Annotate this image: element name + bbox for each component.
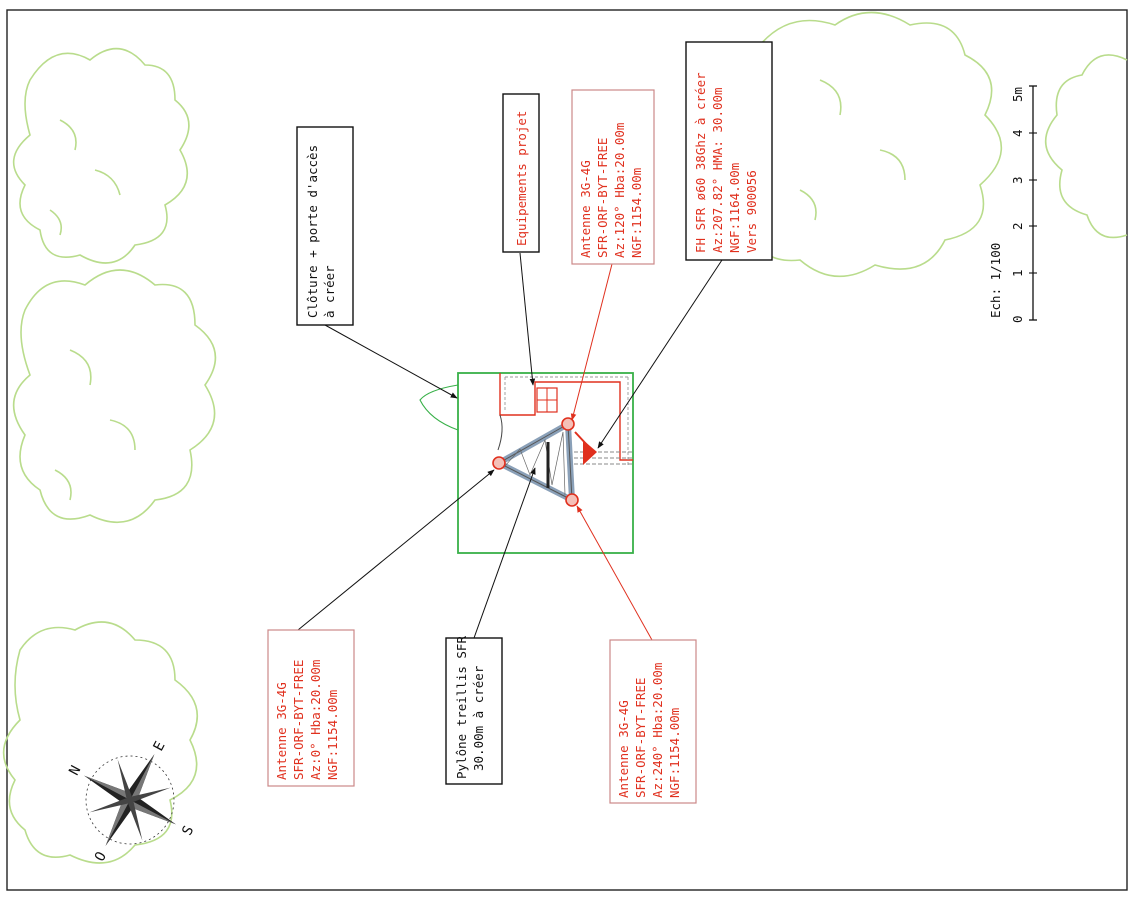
trees — [2, 11, 1128, 864]
callout-pylone-line-1: Pylône treillis SFR — [454, 636, 469, 779]
callout-antenne-0-box — [267, 629, 355, 787]
callout-antenne-120-box — [571, 89, 655, 265]
callout-pylone-box — [445, 637, 503, 785]
compass-east: E — [151, 739, 169, 754]
gate-swing — [419, 384, 459, 431]
callout-fh-box — [685, 41, 773, 261]
callout-equipements: Equipements projet — [502, 93, 540, 253]
callout-antenne-240-line-3: Az:240° Hba:20.00m — [650, 663, 665, 798]
callout-pylone: Pylône treillis SFR 30.00m à créer — [445, 636, 503, 785]
compass-north: N — [66, 763, 84, 778]
callout-antenne-240-line-1: Antenne 3G-4G — [616, 700, 631, 798]
callout-antenne-240: Antenne 3G-4G SFR-ORF-BYT-FREE Az:240° H… — [609, 639, 697, 804]
scale-tick-5: 5m — [1010, 87, 1025, 102]
callout-antenne-0-line-2: SFR-ORF-BYT-FREE — [291, 660, 306, 780]
cable-tray — [568, 451, 633, 465]
leader-antenne-120 — [570, 263, 613, 421]
antenna-240-mount — [565, 493, 579, 507]
site-enclosure — [419, 372, 634, 554]
scale-tick-0: 0 — [1010, 315, 1025, 323]
callout-fh: FH SFR ø60 38Ghz à créer Az:207.82° HMA:… — [685, 41, 773, 261]
tree-left-middle — [12, 269, 217, 524]
callout-antenne-240-line-2: SFR-ORF-BYT-FREE — [633, 678, 648, 798]
scale-tick-1: 1 — [1010, 269, 1025, 277]
callout-antenne-120-line-4: NGF:1154.00m — [629, 168, 644, 258]
scale-title: Ech: 1/100 — [988, 243, 1003, 318]
tree-top-left — [12, 47, 190, 264]
callout-cloture-box — [296, 126, 354, 326]
tree-right-edge — [1044, 54, 1128, 239]
callout-equipements-box — [502, 93, 540, 253]
callout-cloture: Clôture + porte d'accès à créer — [296, 126, 354, 326]
callout-fh-line-4: Vers 900056 — [744, 170, 759, 253]
callout-antenne-120-line-2: SFR-ORF-BYT-FREE — [595, 138, 610, 258]
callout-fh-line-2: Az:207.82° HMA: 30.00m — [710, 87, 725, 253]
callout-antenne-0-line-4: NGF:1154.00m — [325, 690, 340, 780]
callout-fh-line-3: NGF:1164.00m — [727, 163, 742, 253]
callout-fh-line-1: FH SFR ø60 38Ghz à créer — [693, 72, 708, 253]
callout-cloture-line-2: à créer — [322, 265, 337, 318]
callout-antenne-0-line-1: Antenne 3G-4G — [274, 682, 289, 780]
leader-antenne-240 — [576, 505, 653, 641]
scale-tick-3: 3 — [1010, 176, 1025, 184]
leader-fh — [597, 259, 723, 449]
leader-equipements — [519, 252, 536, 386]
fh-dish — [583, 440, 597, 465]
tree-bottom-left — [2, 621, 199, 864]
callout-antenne-120: Antenne 3G-4G SFR-ORF-BYT-FREE Az:120° H… — [571, 89, 655, 265]
callout-antenne-240-line-4: NGF:1154.00m — [667, 708, 682, 798]
callout-equipements-line-1: Equipements projet — [514, 111, 529, 246]
compass-rose: N E S O — [66, 739, 197, 864]
pylon-lattice — [492, 417, 597, 507]
fence-enclosure — [457, 372, 634, 554]
callout-antenne-120-line-3: Az:120° Hba:20.00m — [612, 123, 627, 258]
scale-tick-2: 2 — [1010, 222, 1025, 230]
sheet-border — [6, 9, 1128, 891]
callout-antenne-0-line-3: Az:0° Hba:20.00m — [308, 660, 323, 780]
callout-antenne-240-box — [609, 639, 697, 804]
callout-cloture-line-1: Clôture + porte d'accès — [305, 145, 320, 318]
antenna-120-mount — [561, 417, 575, 431]
leader-lines — [297, 252, 723, 641]
callout-pylone-line-2: 30.00m à créer — [471, 665, 486, 771]
leader-cloture — [324, 324, 458, 399]
scale-tick-4: 4 — [1010, 129, 1025, 137]
scale-bar: Ech: 1/100 0 1 2 3 4 5m — [988, 85, 1037, 323]
callout-antenne-120-line-1: Antenne 3G-4G — [578, 160, 593, 258]
callout-antenne-0: Antenne 3G-4G SFR-ORF-BYT-FREE Az:0° Hba… — [267, 629, 355, 787]
compass-south: S — [179, 823, 197, 838]
leader-antenne-0 — [297, 469, 495, 631]
antenna-0-mount — [492, 456, 506, 470]
leader-pylone — [473, 467, 536, 639]
